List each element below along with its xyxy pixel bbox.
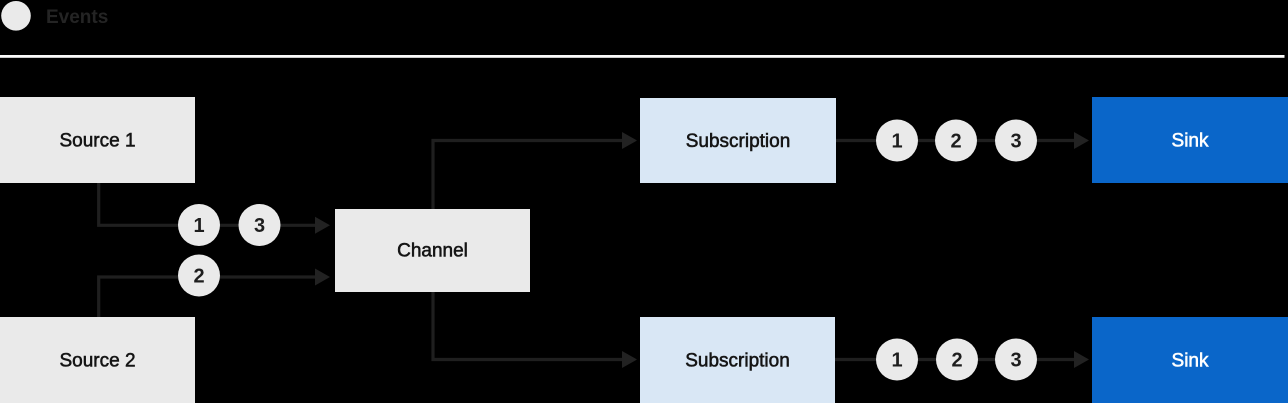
svg-text:Subscription: Subscription xyxy=(686,131,791,152)
svg-text:3: 3 xyxy=(1010,130,1021,152)
svg-text:2: 2 xyxy=(950,130,961,152)
svg-text:3: 3 xyxy=(1010,350,1021,372)
svg-text:3: 3 xyxy=(254,215,265,237)
svg-text:1: 1 xyxy=(891,130,902,152)
svg-text:Sink: Sink xyxy=(1172,131,1209,152)
svg-text:2: 2 xyxy=(193,266,204,288)
svg-text:Source 1: Source 1 xyxy=(59,130,135,151)
svg-text:1: 1 xyxy=(193,215,204,237)
svg-text:Subscription: Subscription xyxy=(685,350,790,371)
svg-text:Source 2: Source 2 xyxy=(59,350,135,371)
svg-text:Events: Events xyxy=(46,7,108,28)
svg-text:Channel: Channel xyxy=(397,240,468,261)
svg-text:Sink: Sink xyxy=(1172,350,1209,371)
svg-text:2: 2 xyxy=(951,350,962,372)
svg-text:1: 1 xyxy=(891,350,902,372)
